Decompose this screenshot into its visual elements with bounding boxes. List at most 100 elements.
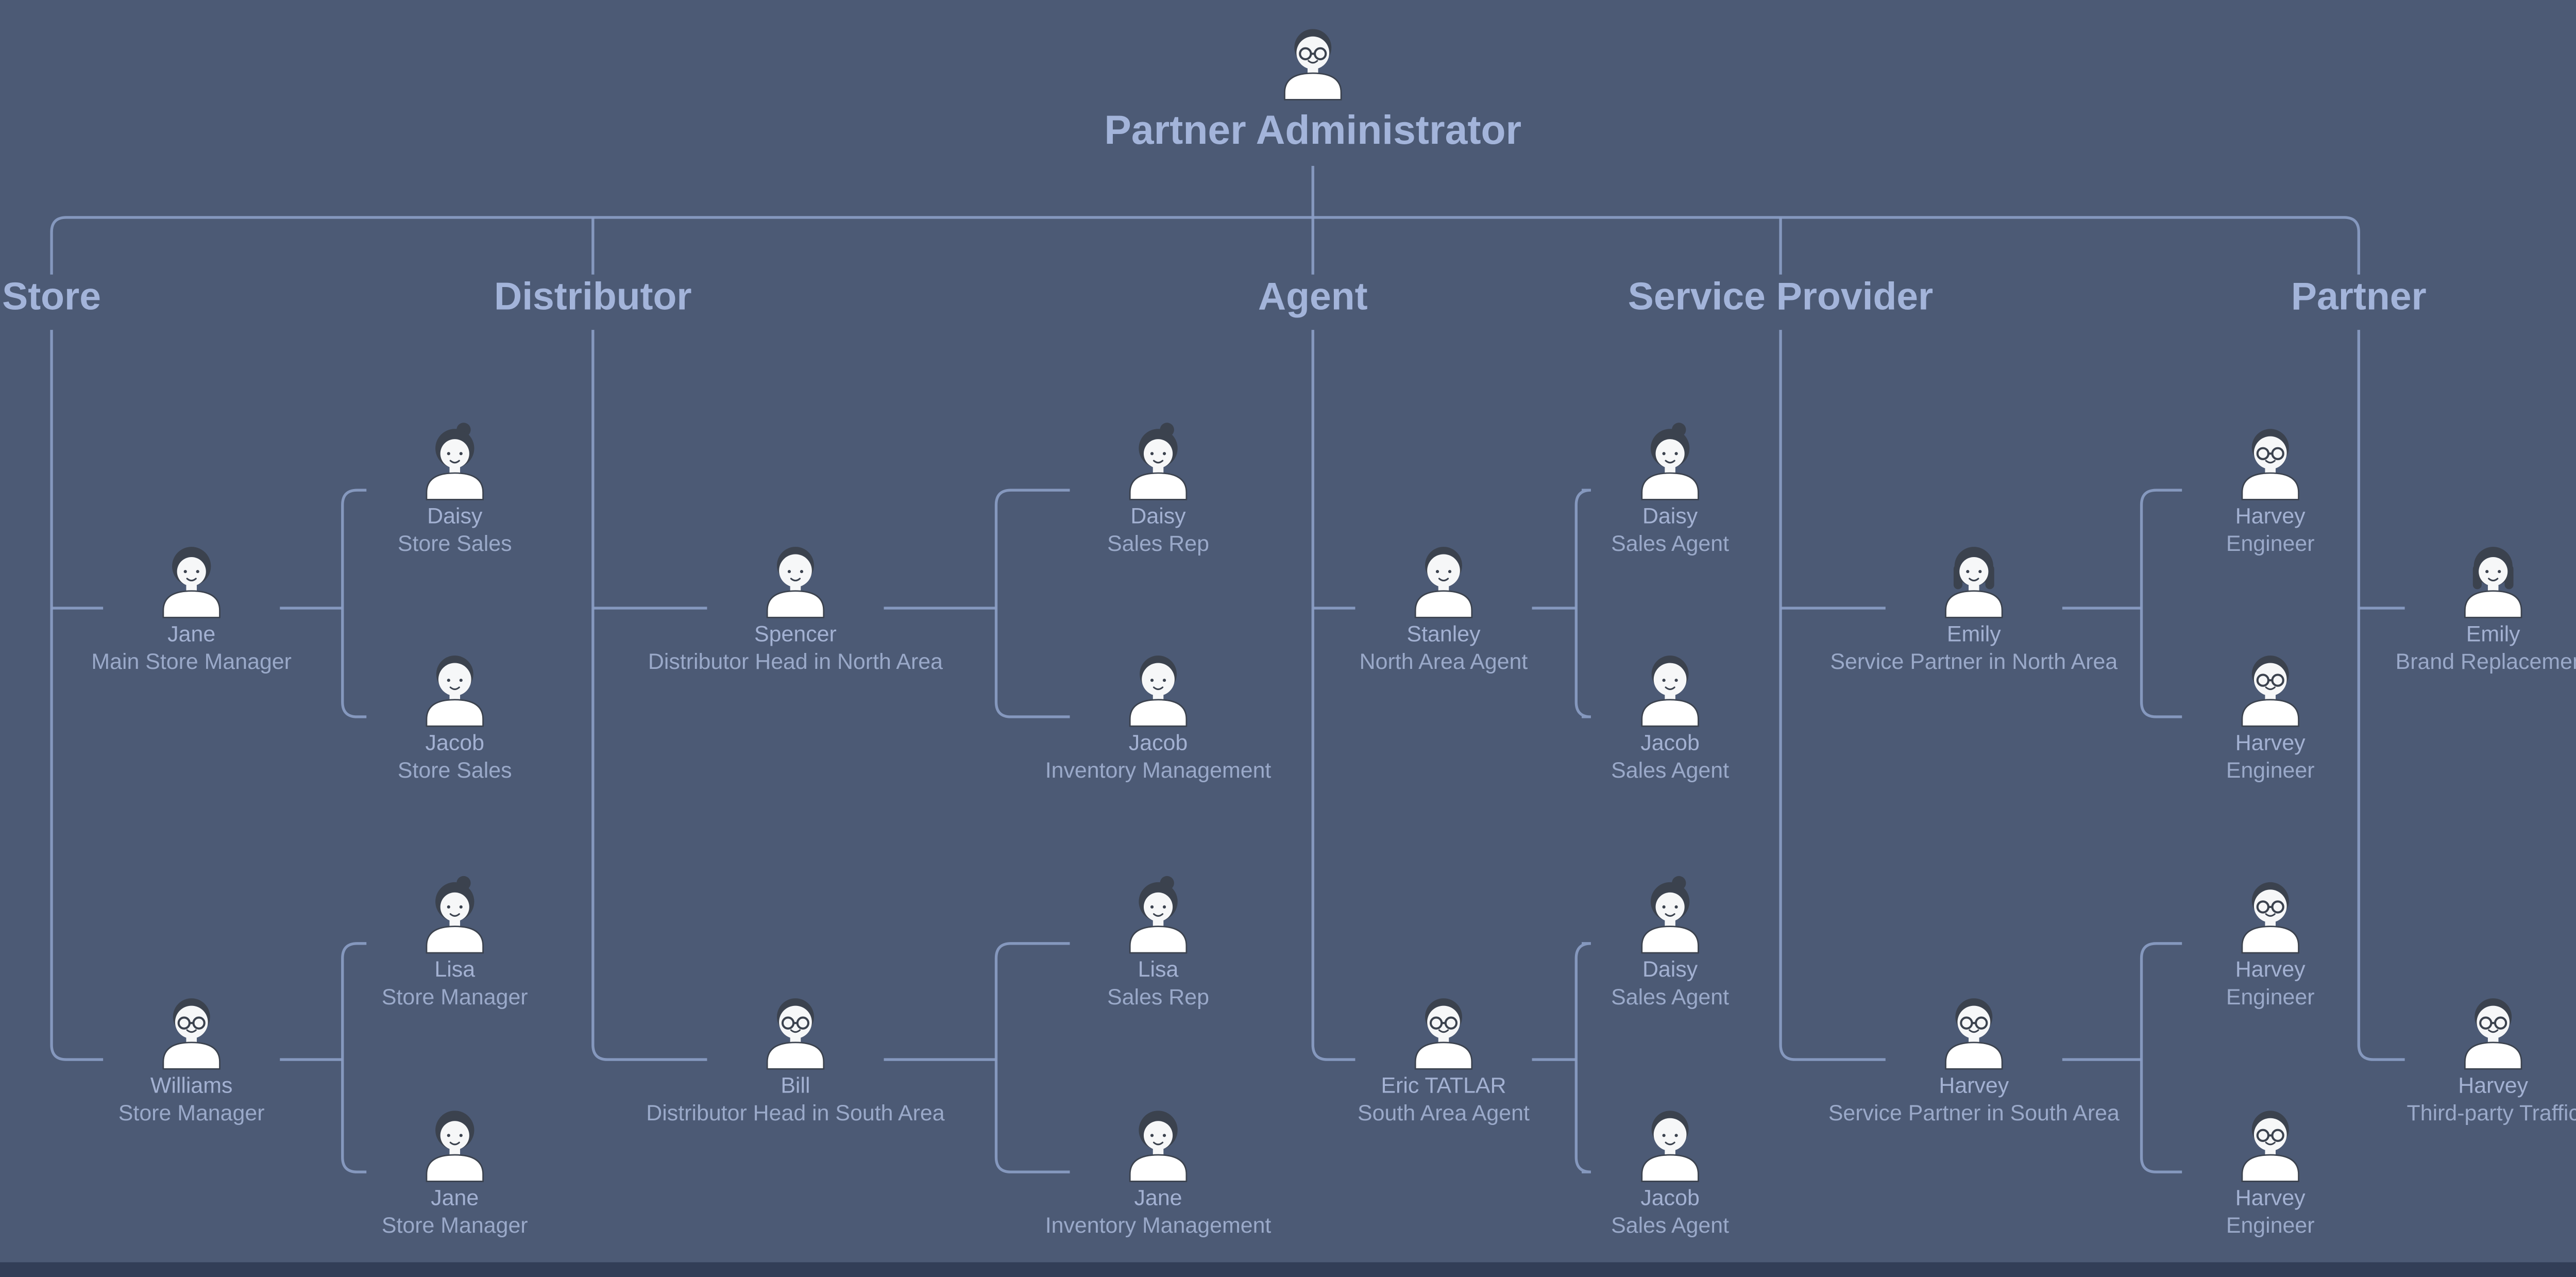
person-node-daisy-store-sales[interactable]: Daisy Store Sales (252, 418, 657, 559)
person-name: Daisy (1642, 956, 1698, 982)
woman-avatar-icon (413, 1100, 497, 1185)
person-node-jacob-store-sales[interactable]: Jacob Store Sales (252, 645, 657, 785)
woman-long-avatar-icon (1931, 536, 2016, 621)
man-avatar-icon (1628, 645, 1712, 730)
person-title: Sales Agent (1611, 757, 1730, 783)
person-node-daisy-sales-rep[interactable]: Daisy Sales Rep (956, 418, 1361, 559)
person-node-lisa-store-manager[interactable]: Lisa Store Manager (252, 871, 657, 1012)
man-glasses-avatar-icon (149, 988, 233, 1072)
person-node-williams-store-manager[interactable]: Williams Store Manager (0, 988, 394, 1128)
person-title: Sales Rep (1107, 530, 1210, 557)
man-avatar-icon (1401, 536, 1486, 621)
person-title: Service Partner in North Area (1830, 648, 2118, 675)
person-node-jacob-placement-manager[interactable]: Jacob Placement Manager (2569, 1100, 2576, 1240)
person-node-daisy-copywriting-design[interactable]: Daisy Copywriting Design (2569, 871, 2576, 1012)
person-node-daisy-sales-agent[interactable]: Daisy Sales Agent (1467, 871, 1872, 1012)
person-name: Spencer (754, 621, 837, 647)
person-node-harvey-engineer[interactable]: Harvey Engineer (2068, 418, 2473, 559)
root-node-partner-administrator[interactable]: Partner Administrator (1104, 19, 1521, 155)
person-name: Stanley (1406, 621, 1481, 647)
man-avatar-icon (1116, 645, 1200, 730)
person-name: Harvey (2235, 956, 2306, 982)
man-glasses-avatar-icon (2228, 418, 2313, 503)
person-title: Store Sales (397, 530, 512, 557)
person-title: South Area Agent (1358, 1100, 1530, 1126)
woman-bun-avatar-icon (1116, 871, 1200, 956)
person-name: Harvey (2235, 503, 2306, 529)
person-node-emily-service-partner-in-north-area[interactable]: Emily Service Partner in North Area (1771, 536, 2176, 677)
branch-label-store[interactable]: Store (2, 276, 101, 319)
person-node-daisy-sales-agent[interactable]: Daisy Sales Agent (1467, 418, 1872, 559)
person-node-emily-brand-replacement[interactable]: Emily Brand Replacement (2291, 536, 2576, 677)
person-name: Williams (150, 1072, 233, 1099)
person-node-jane-main-store-manager[interactable]: Jane Main Store Manager (0, 536, 394, 677)
person-node-eric-tatlar-south-area-agent[interactable]: Eric TATLAR South Area Agent (1241, 988, 1646, 1128)
person-node-bill-distributor-head-in-south-area[interactable]: Bill Distributor Head in South Area (593, 988, 998, 1128)
person-node-jacob-sales-agent[interactable]: Jacob Sales Agent (1467, 1100, 1872, 1240)
man-glasses-avatar-icon (1931, 988, 2016, 1072)
root-title: Partner Administrator (1104, 107, 1522, 153)
person-title: Engineer (2226, 984, 2315, 1010)
person-node-spencer-distributor-head-in-north-area[interactable]: Spencer Distributor Head in North Area (593, 536, 998, 677)
person-name: Jacob (1640, 730, 1700, 756)
person-title: Main Store Manager (91, 648, 292, 675)
person-name: Bill (781, 1072, 810, 1099)
person-title: Sales Agent (1611, 530, 1730, 557)
person-name: Lisa (1138, 956, 1179, 982)
person-node-harvey-engineer[interactable]: Harvey Engineer (2068, 645, 2473, 785)
person-title: Engineer (2226, 757, 2315, 783)
bottom-bar (0, 1262, 2576, 1277)
person-node-jacob-sales-agent[interactable]: Jacob Sales Agent (1467, 645, 1872, 785)
person-title: Sales Agent (1611, 984, 1730, 1010)
branch-label-distributor[interactable]: Distributor (494, 276, 692, 319)
man-glasses-avatar-icon (2228, 1100, 2313, 1185)
person-title: Distributor Head in South Area (646, 1100, 945, 1126)
person-node-jane-store-manager[interactable]: Jane Store Manager (252, 1100, 657, 1240)
man-avatar-icon (1628, 1100, 1712, 1185)
man-glasses-avatar-icon (1270, 19, 1355, 103)
person-name: Harvey (2458, 1072, 2529, 1099)
person-title: Store Manager (118, 1100, 265, 1126)
person-name: Lisa (434, 956, 476, 982)
person-node-stanley-north-area-agent[interactable]: Stanley North Area Agent (1241, 536, 1646, 677)
person-node-harvey-third-party-traffic[interactable]: Harvey Third-party Traffic (2291, 988, 2576, 1128)
person-title: Service Partner in South Area (1828, 1100, 2120, 1126)
person-node-harvey-service-partner-in-south-area[interactable]: Harvey Service Partner in South Area (1771, 988, 2176, 1128)
person-title: Inventory Management (1045, 1212, 1272, 1238)
person-name: Jacob (1128, 730, 1188, 756)
person-title: North Area Agent (1359, 648, 1528, 675)
person-node-harvey-commerce[interactable]: Harvey Commerce (2569, 645, 2576, 785)
woman-bun-avatar-icon (1628, 418, 1712, 503)
person-title: Sales Rep (1107, 984, 1210, 1010)
person-node-jane-inventory-management[interactable]: Jane Inventory Management (956, 1100, 1361, 1240)
person-title: Engineer (2226, 1212, 2315, 1238)
woman-long-avatar-icon (2451, 536, 2535, 621)
man-glasses-avatar-icon (1401, 988, 1486, 1072)
man-glasses-avatar-icon (2228, 871, 2313, 956)
person-title: Third-party Traffic (2406, 1100, 2576, 1126)
person-name: Eric TATLAR (1381, 1072, 1506, 1099)
person-node-harvey-media[interactable]: Harvey Media (2569, 418, 2576, 559)
person-name: Jane (167, 621, 216, 647)
branch-label-service-provider[interactable]: Service Provider (1628, 276, 1934, 319)
person-name: Daisy (1130, 503, 1186, 529)
man-glasses-avatar-icon (753, 988, 838, 1072)
woman-bun-avatar-icon (1116, 418, 1200, 503)
person-title: Store Manager (381, 1212, 528, 1238)
person-name: Jacob (425, 730, 485, 756)
man-glasses-avatar-icon (2228, 645, 2313, 730)
person-title: Sales Agent (1611, 1212, 1730, 1238)
man-avatar-icon (413, 645, 497, 730)
person-node-harvey-engineer[interactable]: Harvey Engineer (2068, 871, 2473, 1012)
person-title: Distributor Head in North Area (648, 648, 943, 675)
person-title: Store Sales (397, 757, 512, 783)
person-name: Harvey (2235, 730, 2306, 756)
branch-label-partner[interactable]: Partner (2291, 276, 2427, 319)
person-node-harvey-engineer[interactable]: Harvey Engineer (2068, 1100, 2473, 1240)
person-node-lisa-sales-rep[interactable]: Lisa Sales Rep (956, 871, 1361, 1012)
woman-bun-avatar-icon (1628, 871, 1712, 956)
branch-label-agent[interactable]: Agent (1258, 276, 1368, 319)
person-node-jacob-inventory-management[interactable]: Jacob Inventory Management (956, 645, 1361, 785)
person-name: Jacob (1640, 1185, 1700, 1211)
